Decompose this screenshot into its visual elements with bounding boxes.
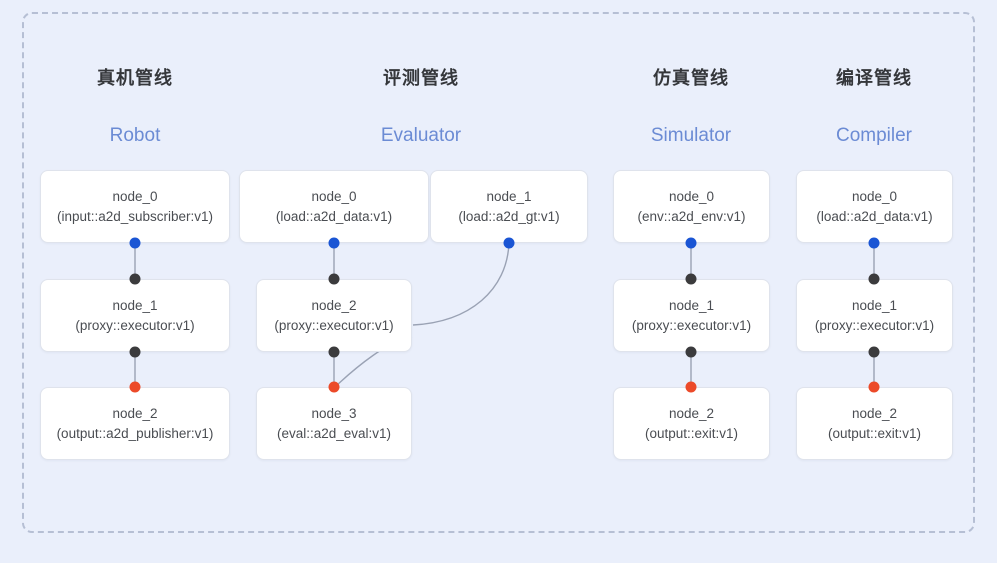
port-input-compiler-n1[interactable]: [868, 273, 880, 285]
column-title-en-compiler: Compiler: [835, 125, 913, 146]
node-robot-0[interactable]: node_0 (input::a2d_subscriber:v1): [40, 170, 230, 243]
node-evaluator-1[interactable]: node_1 (load::a2d_gt:v1): [430, 170, 588, 243]
port-output-robot-n0[interactable]: [129, 237, 141, 249]
node-name: node_2: [851, 405, 898, 421]
port-output-compiler-n0[interactable]: [868, 237, 880, 249]
port-output-simulator-n1[interactable]: [685, 346, 697, 358]
column-title-cn-evaluator: 评测管线: [383, 68, 459, 88]
port-input-simulator-n2[interactable]: [685, 381, 697, 393]
node-spec: (proxy::executor:v1): [631, 317, 752, 333]
node-spec: (proxy::executor:v1): [814, 317, 935, 333]
node-spec: (output::a2d_publisher:v1): [56, 425, 214, 441]
node-name: node_0: [311, 188, 357, 204]
node-name: node_1: [851, 297, 898, 313]
node-name: node_1: [486, 188, 532, 204]
node-name: node_0: [112, 188, 158, 204]
node-simulator-1[interactable]: node_1 (proxy::executor:v1): [613, 279, 770, 352]
node-evaluator-3[interactable]: node_3 (eval::a2d_eval:v1): [256, 387, 412, 460]
node-spec: (output::exit:v1): [644, 425, 739, 441]
port-input-evaluator-n2[interactable]: [328, 273, 340, 285]
column-title-cn-robot: 真机管线: [97, 68, 173, 88]
port-input-evaluator-n3[interactable]: [328, 381, 340, 393]
node-spec: (load::a2d_gt:v1): [458, 208, 560, 224]
port-output-simulator-n0[interactable]: [685, 237, 697, 249]
port-input-simulator-n1[interactable]: [685, 273, 697, 285]
node-name: node_2: [112, 405, 158, 421]
node-name: node_1: [668, 297, 715, 313]
node-name: node_2: [668, 405, 715, 421]
node-spec: (input::a2d_subscriber:v1): [56, 208, 214, 224]
node-simulator-2[interactable]: node_2 (output::exit:v1): [613, 387, 770, 460]
node-evaluator-2[interactable]: node_2 (proxy::executor:v1): [256, 279, 412, 352]
port-input-compiler-n2[interactable]: [868, 381, 880, 393]
node-spec: (proxy::executor:v1): [75, 317, 195, 333]
column-title-en-robot: Robot: [109, 125, 161, 146]
node-name: node_0: [668, 188, 715, 204]
port-output-robot-n1[interactable]: [129, 346, 141, 358]
port-input-robot-n1[interactable]: [129, 273, 141, 285]
node-compiler-2[interactable]: node_2 (output::exit:v1): [796, 387, 953, 460]
node-robot-1[interactable]: node_1 (proxy::executor:v1): [40, 279, 230, 352]
dashed-frame-border: [22, 12, 975, 533]
node-simulator-0[interactable]: node_0 (env::a2d_env:v1): [613, 170, 770, 243]
port-output-evaluator-n2[interactable]: [328, 346, 340, 358]
node-spec: (proxy::executor:v1): [274, 317, 394, 333]
node-evaluator-0[interactable]: node_0 (load::a2d_data:v1): [239, 170, 429, 243]
port-output-evaluator-n1[interactable]: [503, 237, 515, 249]
port-output-evaluator-n0[interactable]: [328, 237, 340, 249]
column-title-en-evaluator: Evaluator: [380, 125, 462, 146]
node-name: node_1: [112, 297, 158, 313]
node-compiler-0[interactable]: node_0 (load::a2d_data:v1): [796, 170, 953, 243]
node-robot-2[interactable]: node_2 (output::a2d_publisher:v1): [40, 387, 230, 460]
node-spec: (load::a2d_data:v1): [816, 208, 933, 224]
column-title-cn-simulator: 仿真管线: [653, 68, 729, 88]
node-name: node_2: [311, 297, 357, 313]
node-spec: (eval::a2d_eval:v1): [276, 425, 392, 441]
port-output-compiler-n1[interactable]: [868, 346, 880, 358]
column-title-en-simulator: Simulator: [650, 125, 732, 146]
node-spec: (output::exit:v1): [827, 425, 922, 441]
node-compiler-1[interactable]: node_1 (proxy::executor:v1): [796, 279, 953, 352]
node-spec: (env::a2d_env:v1): [637, 208, 746, 224]
node-name: node_3: [311, 405, 357, 421]
node-name: node_0: [851, 188, 898, 204]
column-title-cn-compiler: 编译管线: [836, 68, 912, 88]
node-spec: (load::a2d_data:v1): [275, 208, 393, 224]
port-input-robot-n2[interactable]: [129, 381, 141, 393]
